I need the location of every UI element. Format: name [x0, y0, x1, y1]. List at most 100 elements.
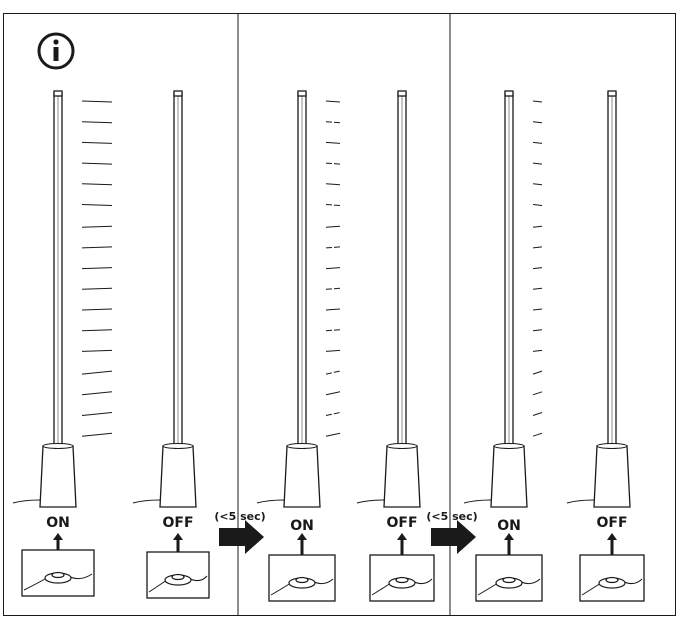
- light-ray: [81, 432, 113, 437]
- floor-lamp: [356, 90, 435, 602]
- light-ray: [81, 225, 113, 228]
- light-ray: [325, 225, 341, 228]
- lamp-base-top: [493, 443, 525, 449]
- light-ray: [325, 432, 341, 437]
- lamp-cap: [297, 90, 307, 97]
- light-ray: [81, 121, 113, 124]
- foot-switch-inset: [146, 551, 210, 599]
- light-ray: [532, 412, 543, 416]
- light-ray: [81, 308, 113, 311]
- lamp-cap: [53, 90, 63, 97]
- light-ray: [532, 121, 543, 124]
- light-ray: [325, 370, 341, 375]
- light-ray: [532, 329, 543, 332]
- power-cable: [463, 499, 492, 504]
- light-ray: [532, 432, 543, 437]
- light-ray: [532, 225, 543, 228]
- light-ray: [532, 204, 543, 206]
- light-ray: [532, 349, 543, 352]
- light-ray: [325, 246, 341, 249]
- light-ray: [81, 162, 113, 165]
- inset-frame: [146, 551, 210, 599]
- light-ray: [532, 391, 543, 396]
- light-ray: [532, 162, 543, 165]
- foot-switch-inset: [268, 554, 336, 602]
- light-ray: [325, 391, 341, 396]
- lamp-base-top: [286, 443, 318, 449]
- lamp-state-label: ON: [497, 518, 521, 534]
- lamp-base: [39, 445, 77, 508]
- light-rays: [532, 100, 543, 437]
- lamp-cap: [397, 90, 407, 97]
- light-ray: [325, 287, 341, 290]
- lamp-cap: [173, 90, 183, 97]
- light-ray: [81, 391, 113, 396]
- light-ray: [532, 267, 543, 270]
- lamp-base: [383, 445, 421, 508]
- lamp-base: [283, 445, 321, 508]
- lamp-state-label: OFF: [386, 515, 418, 531]
- lamp-base: [593, 445, 631, 508]
- light-ray: [81, 141, 113, 144]
- light-ray: [81, 287, 113, 290]
- light-rays: [81, 100, 113, 437]
- foot-switch-inset: [369, 554, 435, 602]
- power-cable: [12, 499, 41, 504]
- light-ray: [325, 100, 341, 103]
- light-ray: [325, 329, 341, 332]
- lamp-base-top: [596, 443, 628, 449]
- light-ray: [325, 308, 341, 311]
- floor-lamp: [256, 90, 341, 602]
- light-ray: [81, 204, 113, 206]
- floor-lamp: [566, 90, 645, 602]
- light-ray: [532, 183, 543, 186]
- light-ray: [325, 141, 341, 144]
- lamp-state-label: ON: [46, 515, 70, 531]
- floor-lamp: [12, 90, 113, 597]
- switch-button: [171, 573, 185, 581]
- lamp-base-top: [386, 443, 418, 449]
- light-ray: [81, 370, 113, 375]
- lamp-base-top: [42, 443, 74, 449]
- lamp-base-top: [162, 443, 194, 449]
- switch-button: [605, 576, 619, 584]
- light-ray: [532, 308, 543, 311]
- light-ray: [532, 246, 543, 249]
- light-ray: [81, 329, 113, 332]
- floor-lamp: [132, 90, 210, 599]
- lamp-base: [159, 445, 197, 508]
- arrow-right-icon: [219, 520, 264, 554]
- light-ray: [325, 183, 341, 186]
- light-ray: [532, 141, 543, 144]
- light-rays: [325, 100, 341, 437]
- light-ray: [81, 349, 113, 352]
- lamp-state-label: OFF: [162, 515, 194, 531]
- light-ray: [325, 412, 341, 416]
- foot-switch-inset: [475, 554, 543, 602]
- switch-button: [502, 576, 516, 584]
- lamp-cap: [607, 90, 617, 97]
- light-ray: [325, 162, 341, 165]
- floor-lamp: [463, 90, 543, 602]
- light-ray: [532, 100, 543, 103]
- foot-switch-inset: [21, 549, 95, 597]
- switch-button: [295, 576, 309, 584]
- switch-button: [51, 571, 65, 579]
- light-ray: [325, 204, 341, 206]
- light-ray: [81, 246, 113, 249]
- switch-button: [395, 576, 409, 584]
- light-ray: [532, 370, 543, 375]
- power-cable: [356, 499, 385, 504]
- lamp-state-label: ON: [290, 518, 314, 534]
- light-ray: [325, 349, 341, 352]
- timing-hint: (<5 sec): [426, 510, 478, 523]
- lamp-state-label: OFF: [596, 515, 628, 531]
- timing-hint: (<5 sec): [214, 510, 266, 523]
- frame: [3, 13, 676, 616]
- power-cable: [566, 499, 595, 504]
- lamp-base: [490, 445, 528, 508]
- light-ray: [325, 267, 341, 270]
- light-ray: [325, 121, 341, 124]
